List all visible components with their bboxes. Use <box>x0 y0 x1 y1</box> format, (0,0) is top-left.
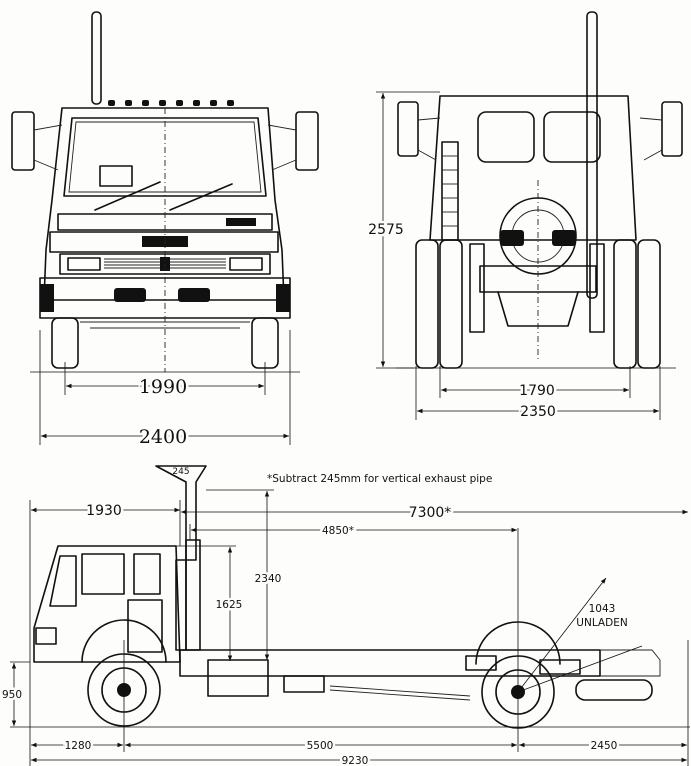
roof-marker-lights <box>108 100 234 106</box>
wipers <box>94 181 233 211</box>
rear-right-inner-tire <box>613 239 637 369</box>
dash-box <box>99 165 133 187</box>
windshield <box>63 117 267 197</box>
right-mirror <box>295 111 319 171</box>
logo-band <box>49 231 279 253</box>
side-view: *Subtract 245mm for vertical exhaust pip… <box>0 465 690 766</box>
front-right-tire <box>251 317 279 369</box>
rear-right-mirror <box>661 101 683 157</box>
rear-view: 2575 1790 2350 <box>366 11 683 423</box>
left-mirror <box>11 111 35 171</box>
dim-front-track: 1990 <box>139 376 187 398</box>
rear-left-inner-tire <box>439 239 463 369</box>
side-exhaust-stack <box>155 465 207 561</box>
front-left-tire <box>51 317 79 369</box>
chassis-frame <box>179 649 601 677</box>
dim-frame-height-value: 1043 <box>589 603 616 615</box>
left-headlamp <box>67 257 101 271</box>
rear-left-outer-tire <box>415 239 439 369</box>
dim-stack-height: 2340 <box>255 573 282 585</box>
windscreen-side <box>49 555 77 607</box>
dim-rear-overall-width: 2350 <box>520 404 556 420</box>
dim-rear-overall-height: 2575 <box>368 222 404 238</box>
dim-wheelbase: 5500 <box>307 740 334 752</box>
right-headlamp <box>229 257 263 271</box>
dim-ground-to-frame: 950 <box>2 689 22 701</box>
dim-exhaust-to-rear-axle: 4850* <box>322 525 354 537</box>
side-door <box>127 599 163 653</box>
rear-right-outer-tire <box>637 239 661 369</box>
front-view: 1990 2400 <box>11 11 319 451</box>
rear-ladder <box>441 141 459 241</box>
dim-cab-height: 1625 <box>216 599 243 611</box>
dim-rear-overhang: 2450 <box>591 740 618 752</box>
battery-box <box>283 675 325 693</box>
right-tow-slot <box>178 288 210 302</box>
rear-left-mirror <box>397 101 419 157</box>
side-cab-outline <box>33 545 181 663</box>
dim-overall-length: 9230 <box>342 755 369 766</box>
rear-exhaust-stack <box>586 11 598 299</box>
dim-frame-height-state: UNLADEN <box>576 617 627 629</box>
rear-window-right <box>543 111 601 163</box>
dim-rear-track: 1790 <box>519 383 555 399</box>
dim-front-overhang: 1280 <box>65 740 92 752</box>
front-cab-outline <box>43 107 285 301</box>
left-tow-slot <box>114 288 146 302</box>
side-exhaust-pipe <box>185 539 201 651</box>
side-window <box>81 553 125 595</box>
rear-window-left <box>477 111 535 163</box>
spare-tire <box>575 679 653 701</box>
side-rear-window <box>133 553 161 595</box>
dim-front-overall-width: 2400 <box>139 426 187 448</box>
fuel-tank <box>207 659 269 697</box>
dim-exhaust-offset: 245 <box>172 467 189 477</box>
exhaust-note: *Subtract 245mm for vertical exhaust pip… <box>267 473 492 485</box>
dim-cab-to-exhaust: 1930 <box>86 503 122 519</box>
badge-plate <box>226 218 256 226</box>
drive-shaft <box>329 685 471 697</box>
rear-axle-housing <box>479 265 597 293</box>
rear-cab-outline <box>429 95 637 241</box>
side-headlamp <box>35 627 57 645</box>
dim-cab-to-axle-end: 7300* <box>409 505 452 521</box>
front-exhaust-stack <box>91 11 102 105</box>
